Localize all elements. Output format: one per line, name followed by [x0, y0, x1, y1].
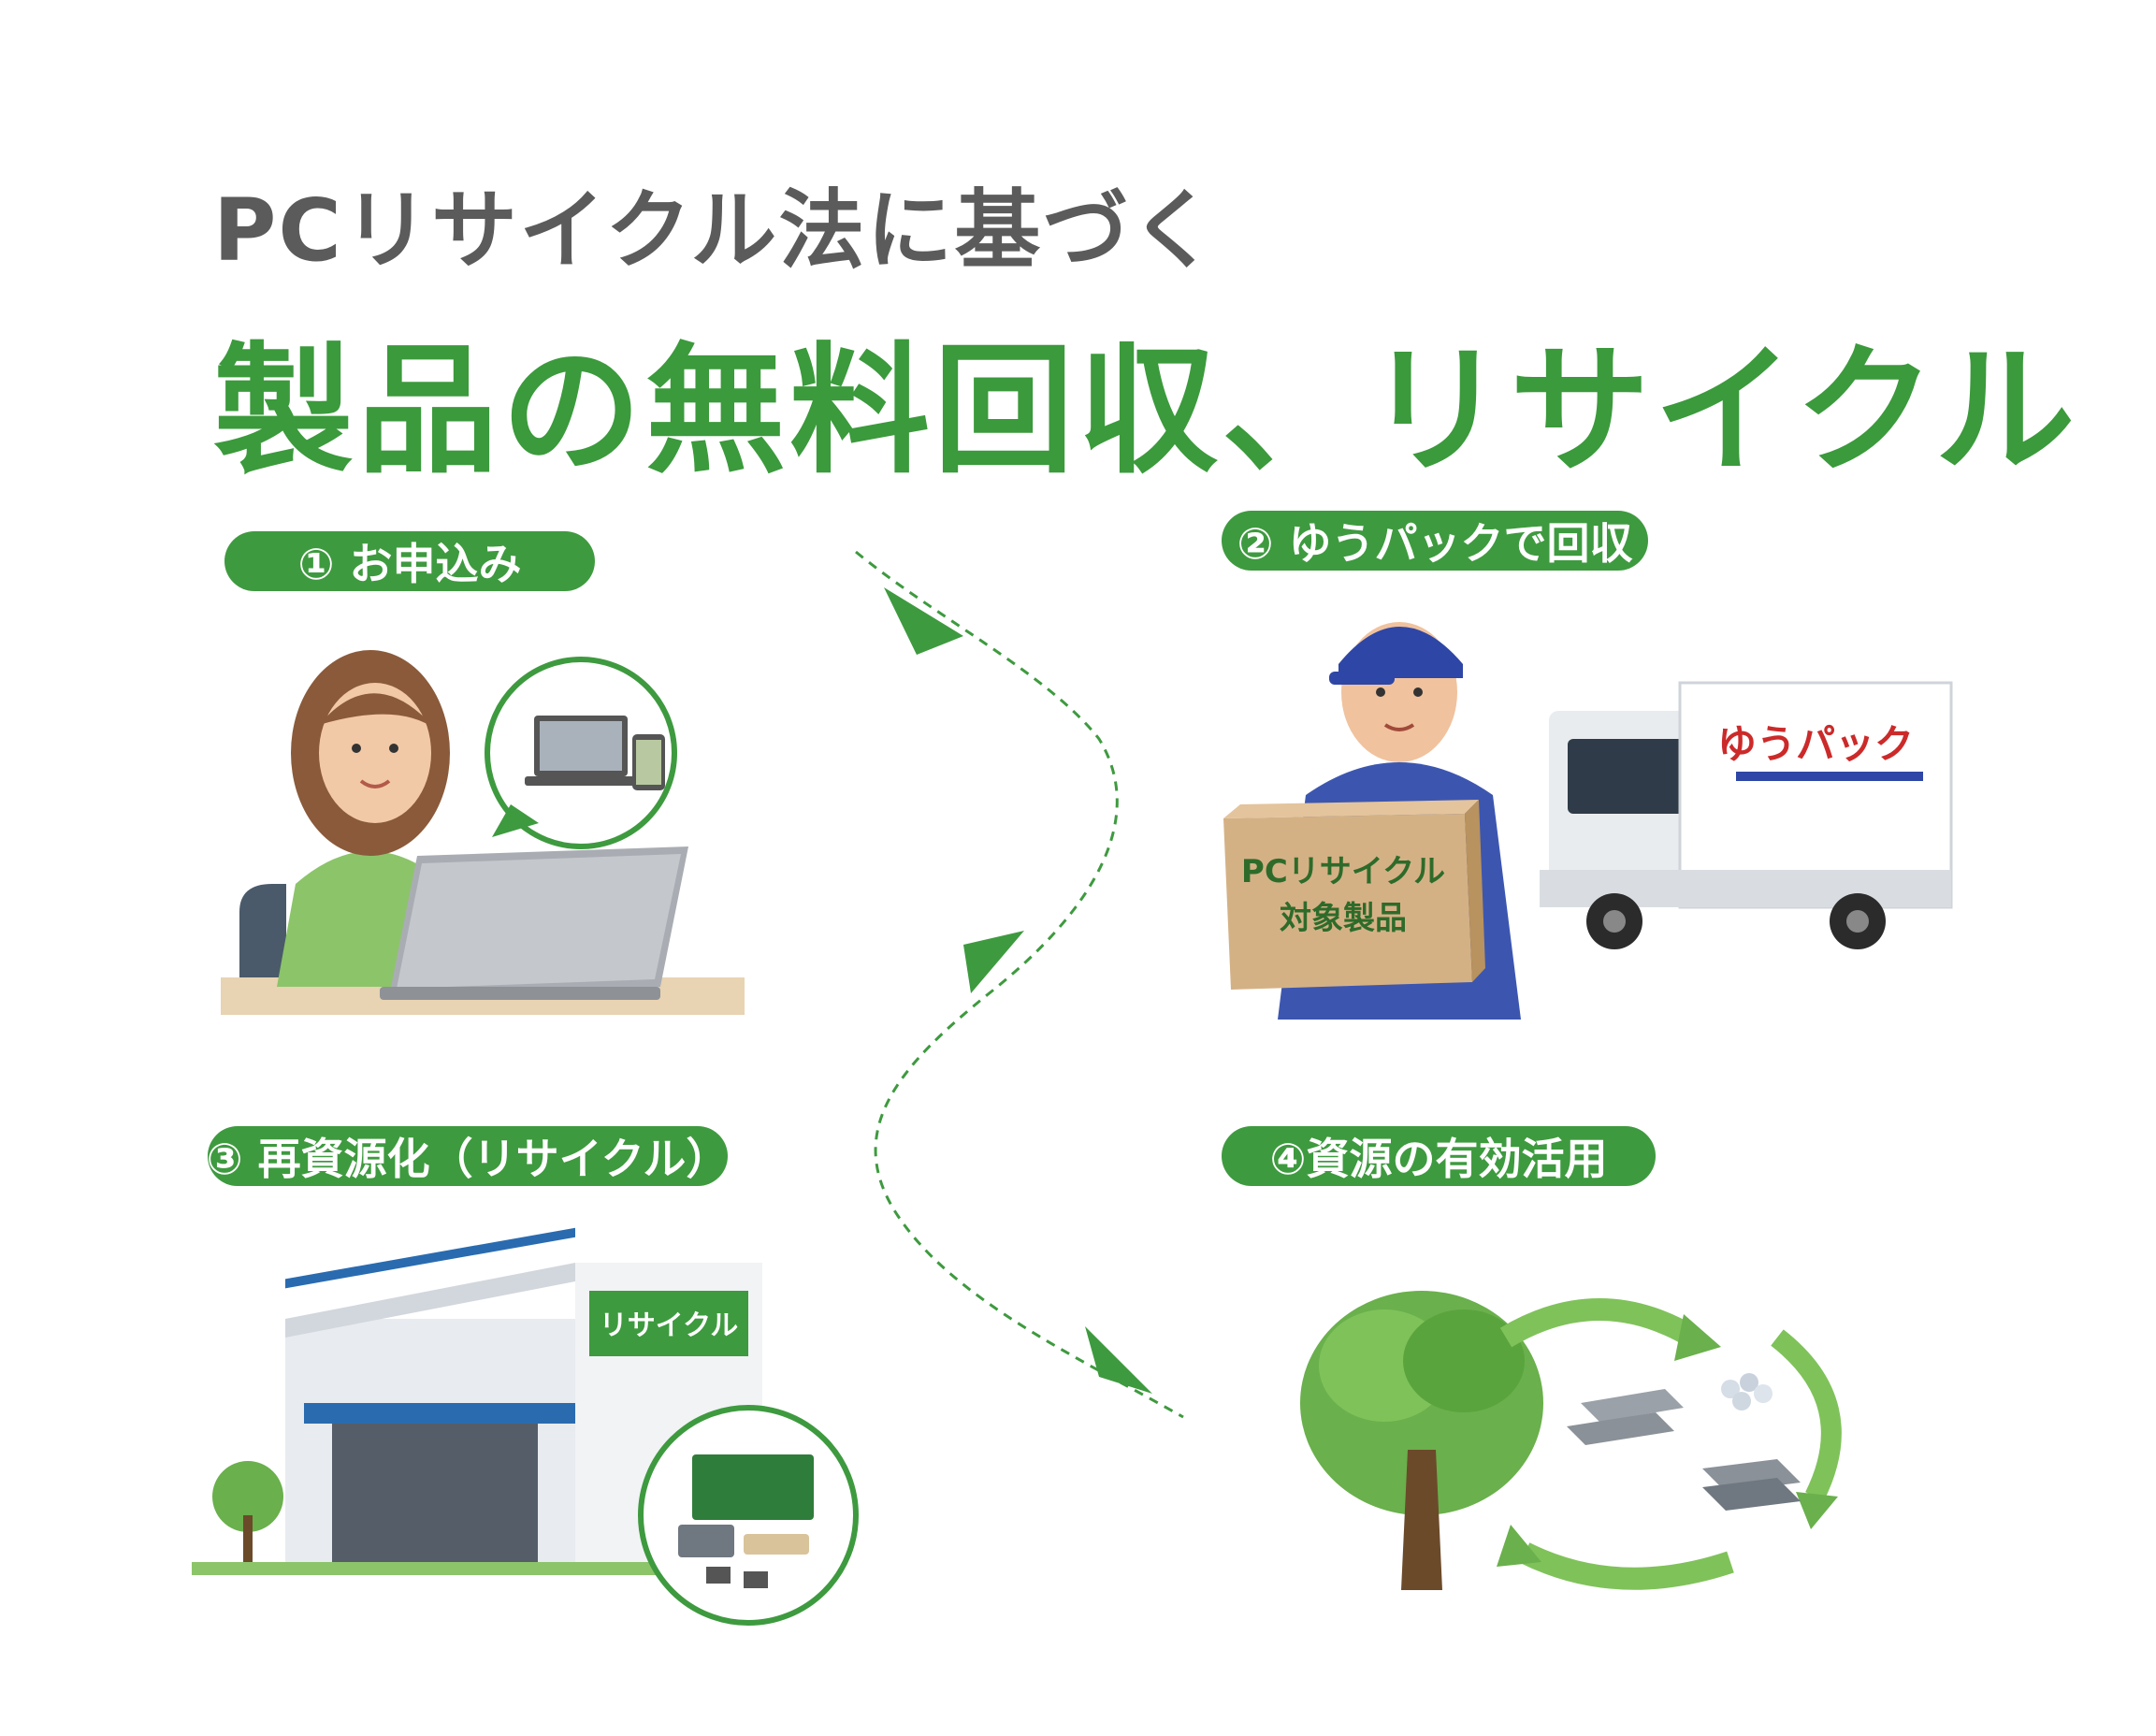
box-label-line1: PCリサイクル — [1241, 853, 1445, 890]
illustration-pickup: PCリサイクル 対象製品 ゆうパック — [1223, 622, 1953, 1020]
flow-arrow-2 — [963, 931, 1024, 993]
factory-sign: リサイクル — [600, 1309, 739, 1342]
illustration-factory: リサイクル — [192, 1227, 859, 1626]
truck-logo: ゆうパック — [1717, 721, 1914, 767]
page-subtitle: PCリサイクル法に基づく — [213, 181, 1219, 281]
step-3-label: ③ 再資源化（リサイクル） — [207, 1126, 729, 1186]
page-title: 製品の無料回収、リサイクル — [213, 330, 2079, 493]
flow-arrow-1 — [884, 587, 963, 655]
flow-arrow-3 — [1085, 1326, 1152, 1394]
step-4-label: ④資源の有効活用 — [1222, 1126, 1656, 1186]
box-label-line2: 対象製品 — [1280, 900, 1407, 937]
illustration-application — [221, 650, 745, 1015]
step-1-label: ① お申込み — [224, 531, 595, 591]
step-2-label: ② ゆうパックで回収 — [1222, 511, 1648, 571]
illustration-resources — [1300, 1291, 1842, 1590]
